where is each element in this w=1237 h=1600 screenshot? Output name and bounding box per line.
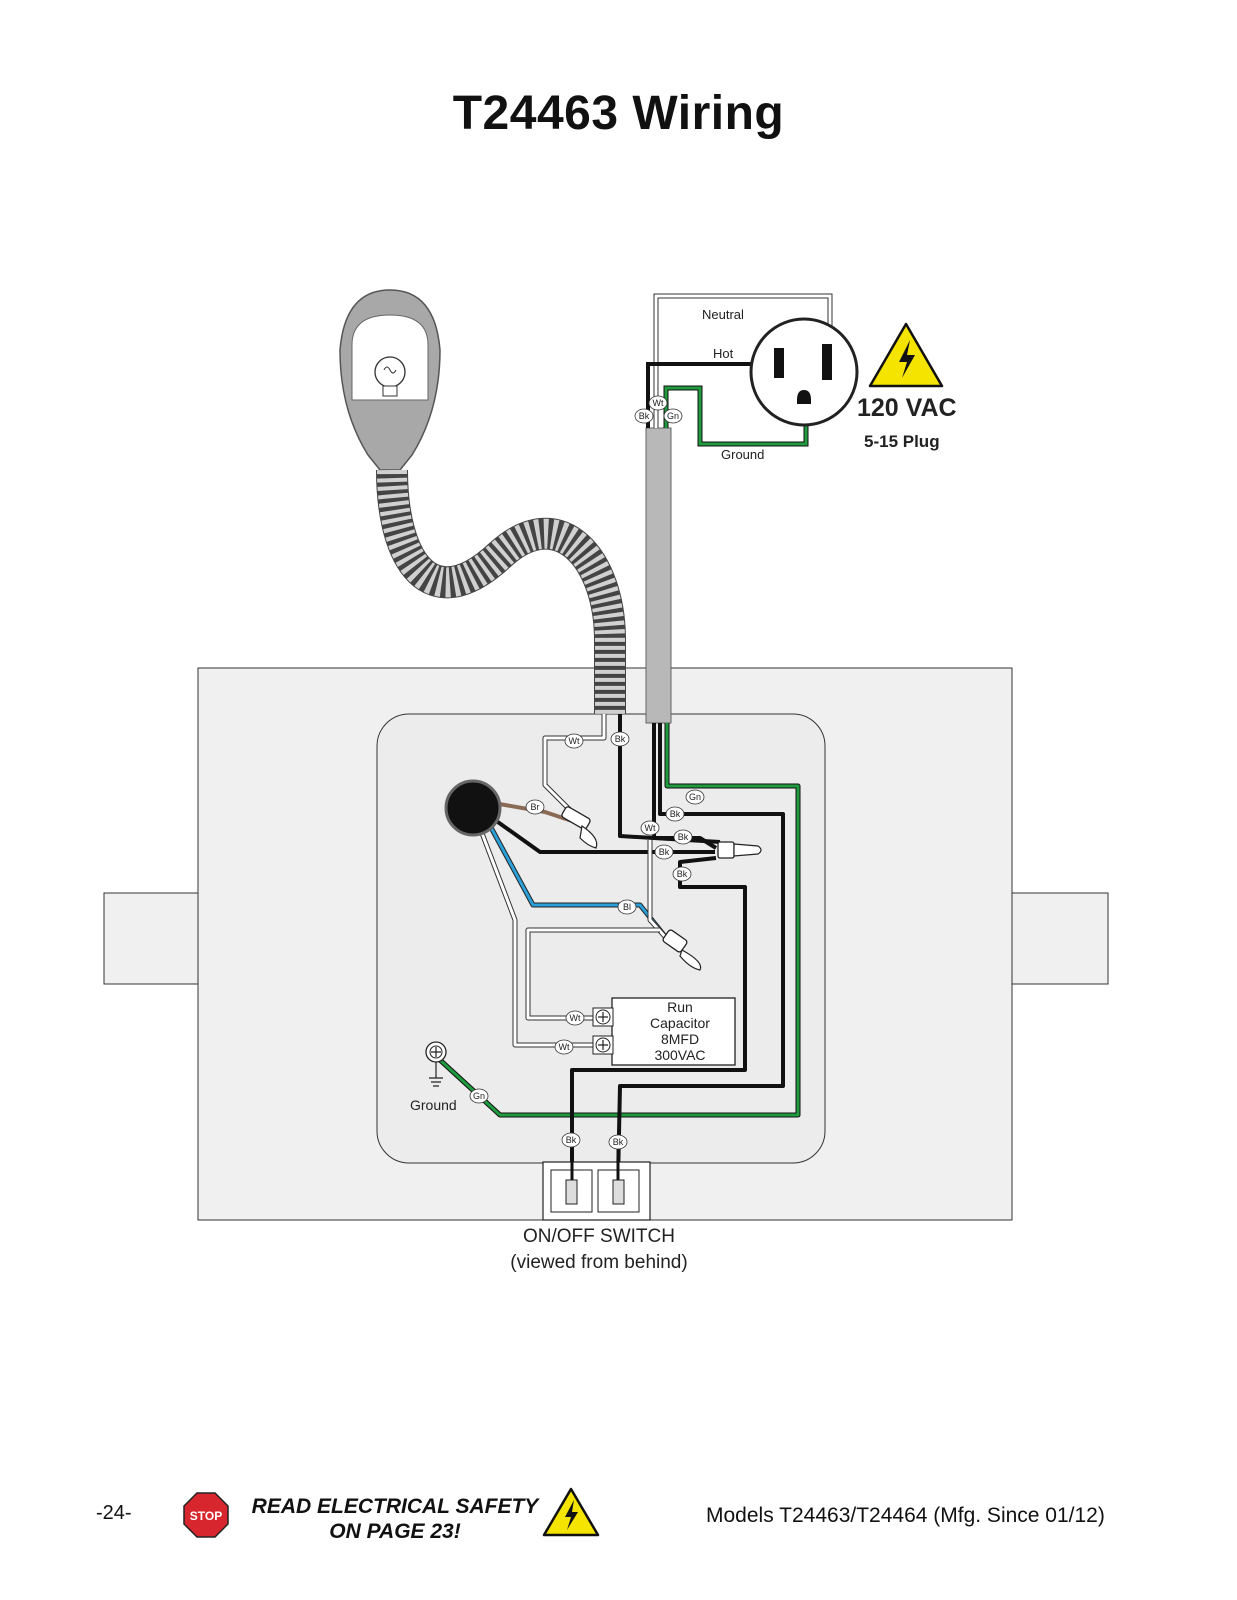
stop-sign-icon: STOP	[183, 1492, 229, 1538]
models-label: Models T24463/T24464 (Mfg. Since 01/12)	[706, 1504, 1105, 1527]
wire-nut	[561, 806, 598, 849]
svg-text:Bk: Bk	[613, 1137, 624, 1147]
wire-tag-gn: Gn	[663, 408, 683, 424]
svg-text:Wt: Wt	[559, 1042, 570, 1052]
svg-text:Bk: Bk	[659, 847, 670, 857]
svg-text:Bk: Bk	[678, 832, 689, 842]
svg-text:Wt: Wt	[570, 1013, 581, 1023]
svg-text:Wt: Wt	[645, 823, 656, 833]
lamp-icon	[339, 289, 441, 471]
capacitor-terminal-screw-icon	[592, 1035, 614, 1055]
wire-tag-gn: Gn	[469, 1088, 489, 1104]
svg-text:Bk: Bk	[677, 869, 688, 879]
wire-tag-bl: Bl	[617, 899, 637, 915]
safety-warning-line2: ON PAGE 23!	[329, 1520, 461, 1543]
svg-text:Wt: Wt	[653, 398, 664, 408]
wire-nut	[717, 841, 762, 859]
wire-tag-wt: Wt	[564, 733, 584, 749]
wire-tag-bk: Bk	[561, 1132, 581, 1148]
capacitor-line1: Run	[667, 999, 693, 1015]
receptacle-5-15-icon	[749, 317, 859, 427]
wire-tag-bk: Bk	[673, 829, 693, 845]
high-voltage-warning-icon	[868, 322, 944, 388]
wire-tag-bk: Bk	[672, 866, 692, 882]
neutral-label: Neutral	[702, 307, 744, 322]
svg-text:Bk: Bk	[670, 809, 681, 819]
voltage-label: 120 VAC	[857, 394, 957, 422]
ground-terminal-icon	[425, 1041, 447, 1087]
safety-warning: READ ELECTRICAL SAFETY ON PAGE 23!	[245, 1494, 545, 1544]
electrical-hazard-icon	[542, 1487, 600, 1537]
motor-cable-grommet	[444, 779, 502, 837]
outlet-wiring	[646, 293, 833, 447]
on-off-switch	[542, 1140, 651, 1221]
svg-text:Br: Br	[531, 802, 540, 812]
outlet-ground-label: Ground	[721, 447, 764, 462]
hot-label: Hot	[713, 346, 734, 361]
capacitor-line4: 300VAC	[654, 1047, 705, 1063]
page-title: T24463 Wiring	[452, 87, 785, 140]
safety-warning-line1: READ ELECTRICAL SAFETY	[251, 1495, 539, 1518]
svg-text:STOP: STOP	[190, 1509, 222, 1523]
switch-label: ON/OFF SWITCH	[523, 1226, 675, 1247]
wire-tag-bk: Bk	[665, 806, 685, 822]
ground-terminal-label: Ground	[410, 1097, 457, 1113]
wire-tag-bk: Bk	[610, 731, 630, 747]
capacitor-line2: Capacitor	[650, 1015, 710, 1031]
capacitor-line3: 8MFD	[661, 1031, 699, 1047]
wire-tag-wt: Wt	[640, 820, 660, 836]
power-cord	[645, 427, 672, 724]
svg-text:Wt: Wt	[569, 736, 580, 746]
side-bracket-right	[1011, 892, 1109, 985]
capacitor-terminal-screw-icon	[592, 1007, 614, 1027]
svg-text:Gn: Gn	[667, 411, 679, 421]
page-number: -24-	[96, 1502, 132, 1524]
switch-sublabel: (viewed from behind)	[510, 1252, 687, 1273]
junction-box	[376, 713, 826, 1164]
plug-type-label: 5-15 Plug	[864, 432, 940, 451]
wire-tag-bk: Bk	[654, 844, 674, 860]
svg-text:Gn: Gn	[473, 1091, 485, 1101]
wire-tag-br: Br	[525, 799, 545, 815]
svg-text:Bl: Bl	[623, 902, 631, 912]
wire-tag-bk: Bk	[608, 1134, 628, 1150]
wire-tag-wt: Wt	[565, 1010, 585, 1026]
wire-tag-wt: Wt	[648, 395, 668, 411]
svg-text:Bk: Bk	[615, 734, 626, 744]
internal-wiring	[438, 714, 801, 1181]
svg-text:Bk: Bk	[566, 1135, 577, 1145]
svg-text:Bk: Bk	[639, 411, 650, 421]
wire-tag-wt: Wt	[554, 1039, 574, 1055]
wire-tag-bk: Bk	[634, 408, 654, 424]
wire-tag-gn: Gn	[685, 789, 705, 805]
wire-nut	[662, 929, 702, 971]
run-capacitor	[611, 997, 736, 1066]
svg-text:Gn: Gn	[689, 792, 701, 802]
side-bracket-left	[103, 892, 201, 985]
